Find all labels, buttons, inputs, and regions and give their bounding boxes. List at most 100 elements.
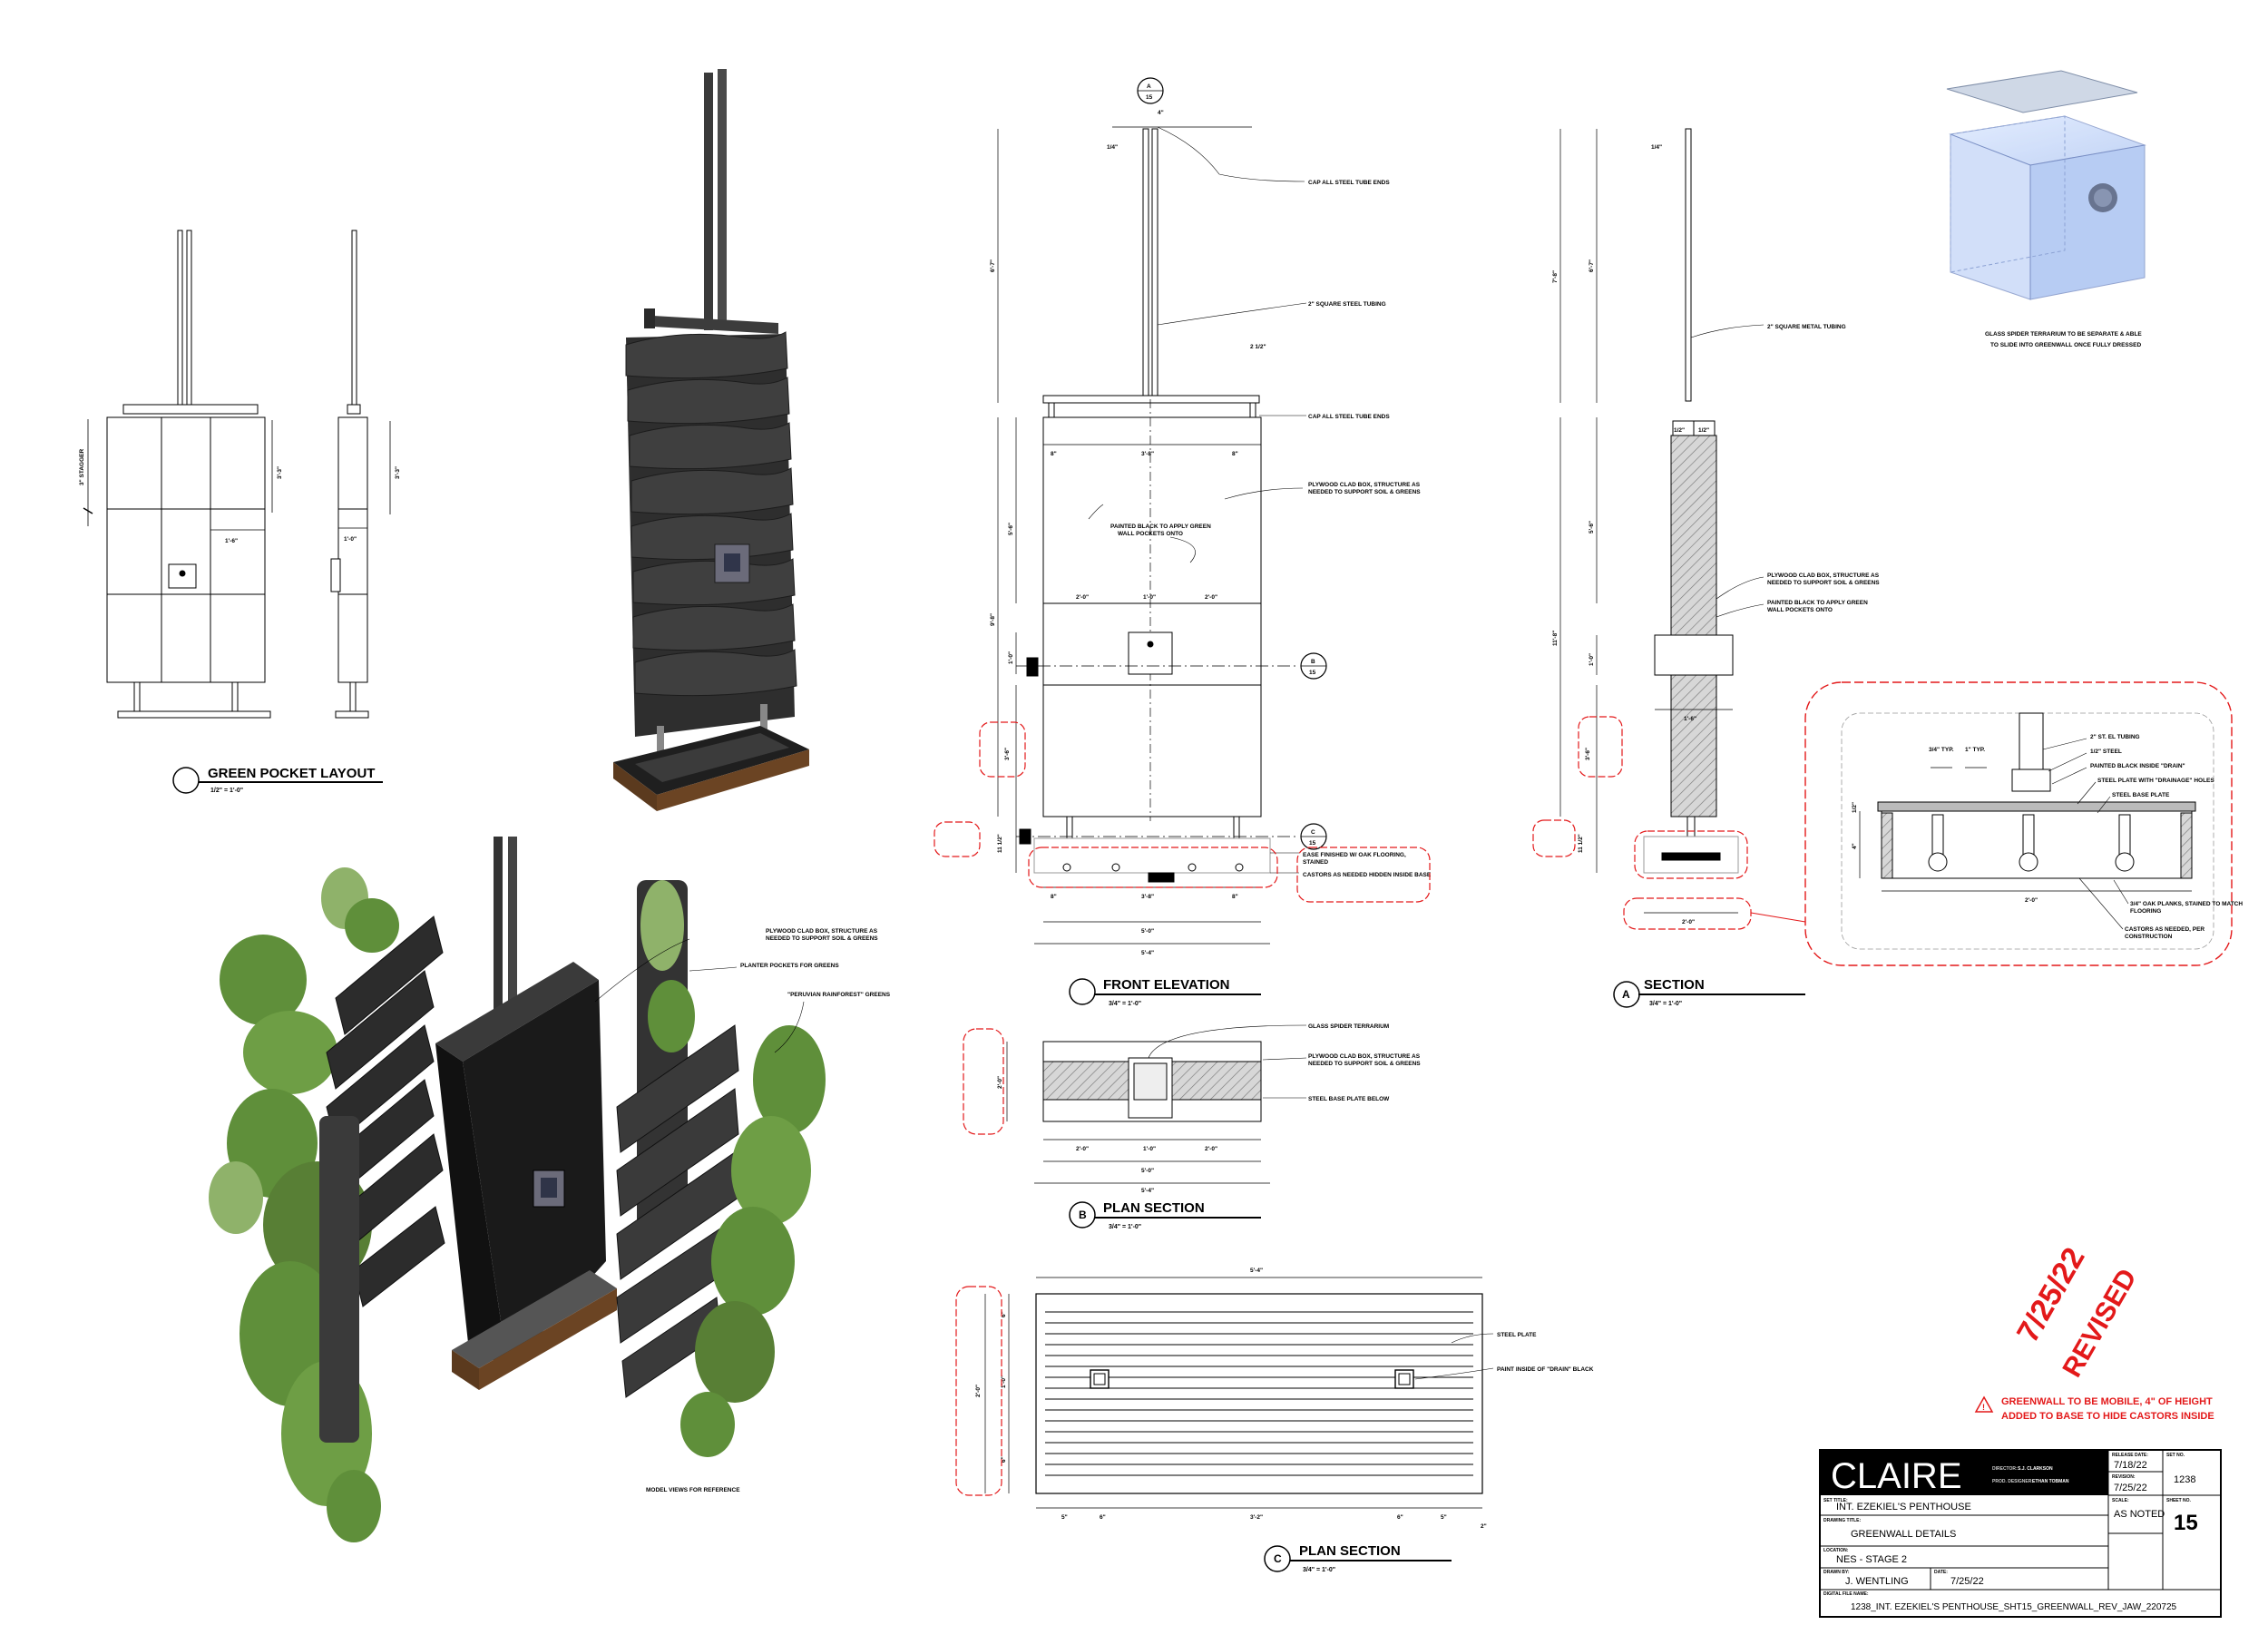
svg-text:8": 8" [1051, 451, 1057, 457]
side-view-dimensions: 3'-3" 1'-0" [338, 421, 401, 543]
digital-file-name: 1238_INT. EZEKIEL'S PENTHOUSE_SHT15_GREE… [1851, 1602, 2177, 1612]
svg-text:STAINED: STAINED [1303, 859, 1328, 866]
marker-a-sheet: 15 [1146, 94, 1153, 101]
svg-text:C: C [1274, 1552, 1282, 1565]
plan-c-slats [1045, 1311, 1473, 1476]
plan-section-b: 2'-0" 2'-0" 1'-0" 2'-0" 5'-0" 5'-4" GLAS… [963, 1023, 1421, 1194]
svg-text:5'-0": 5'-0" [1141, 928, 1154, 935]
side-w-dim: 1'-0" [344, 536, 357, 543]
green-pocket-title-text: GREEN POCKET LAYOUT [208, 766, 375, 781]
svg-text:1'-0": 1'-0" [1008, 651, 1014, 664]
front-elevation-revision-clouds [934, 721, 1431, 903]
green-pocket-dimensions: 3" STAGGER 3'-3" 1'-6" [79, 419, 283, 544]
svg-text:3/4" = 1'-0": 3/4" = 1'-0" [1109, 1224, 1141, 1230]
svg-text:2'-0": 2'-0" [1682, 919, 1695, 925]
pocket-strip-left [319, 1116, 359, 1443]
exploded-view-leaders [594, 938, 805, 1053]
scale-field: AS NOTED [2114, 1509, 2165, 1520]
revision-note-2: ADDED TO BASE TO HIDE CASTORS INSIDE [2001, 1411, 2214, 1422]
svg-text:1/4": 1/4" [1651, 144, 1662, 151]
svg-text:2'-0": 2'-0" [1076, 594, 1089, 601]
glass-terrarium: GLASS SPIDER TERRARIUM TO BE SEPARATE & … [1946, 70, 2146, 348]
front-elevation [1016, 128, 1297, 883]
svg-text:SCALE:: SCALE: [2112, 1498, 2129, 1503]
svg-text:2 1/2": 2 1/2" [1250, 344, 1266, 350]
exploded-note-2: PLANTER POCKETS FOR GREENS [740, 963, 839, 969]
stagger-dim: 3" STAGGER [79, 449, 85, 485]
svg-text:RELEASE DATE:: RELEASE DATE: [2112, 1453, 2148, 1458]
svg-text:WALL POCKETS ONTO: WALL POCKETS ONTO [1767, 607, 1833, 613]
svg-text:3'-6": 3'-6" [1585, 748, 1591, 760]
svg-text:ETHAN TOBMAN: ETHAN TOBMAN [2032, 1479, 2069, 1484]
svg-text:1/2": 1/2" [1674, 427, 1685, 434]
svg-text:5": 5" [1061, 1514, 1068, 1521]
svg-text:6": 6" [1397, 1514, 1403, 1521]
exploded-note-1b: NEEDED TO SUPPORT SOIL & GREENS [766, 935, 878, 942]
section-a-dims: 1/4" 6'-7" 7'-8" 5'-6" 11'-8" 1'-0" 1'-6… [1552, 144, 1709, 925]
location: NES - STAGE 2 [1836, 1554, 1907, 1565]
svg-text:CAP ALL STEEL TUBE ENDS: CAP ALL STEEL TUBE ENDS [1308, 414, 1390, 420]
svg-text:GLASS SPIDER TERRARIUM: GLASS SPIDER TERRARIUM [1308, 1023, 1389, 1030]
svg-text:PLYWOOD CLAD BOX, STRUCTURE AS: PLYWOOD CLAD BOX, STRUCTURE AS [1308, 1053, 1421, 1060]
front-elevation-scale: 3/4" = 1'-0" [1109, 1001, 1141, 1007]
svg-text:3/4" = 1'-0": 3/4" = 1'-0" [1303, 1567, 1335, 1573]
svg-text:1/2" STEEL: 1/2" STEEL [2090, 749, 2122, 755]
exploded-note-3: "PERUVIAN RAINFOREST" GREENS [787, 992, 891, 998]
svg-text:NEEDED TO SUPPORT SOIL & GREEN: NEEDED TO SUPPORT SOIL & GREENS [1767, 580, 1880, 586]
svg-text:1/4": 1/4" [1107, 144, 1118, 151]
svg-text:PAINTED BLACK TO APPLY GREEN: PAINTED BLACK TO APPLY GREEN [1767, 600, 1868, 606]
marker-b-letter: B [1311, 659, 1315, 665]
svg-text:5'-0": 5'-0" [1141, 1168, 1154, 1174]
svg-text:6'-7": 6'-7" [1589, 259, 1595, 272]
model-views-caption: MODEL VIEWS FOR REFERENCE [646, 1487, 740, 1493]
section-a-scale: 3/4" = 1'-0" [1649, 1001, 1682, 1007]
svg-text:2" SQUARE STEEL TUBING: 2" SQUARE STEEL TUBING [1308, 301, 1386, 308]
svg-text:1'-0": 1'-0" [1589, 653, 1595, 666]
set-title: INT. EZEKIEL'S PENTHOUSE [1836, 1502, 1971, 1512]
svg-text:STEEL PLATE: STEEL PLATE [1497, 1332, 1537, 1338]
green-pocket-scale: 1/2" = 1'-0" [210, 788, 243, 794]
svg-text:PLYWOOD CLAD BOX, STRUCTURE AS: PLYWOOD CLAD BOX, STRUCTURE AS [1308, 482, 1421, 488]
svg-text:8": 8" [1051, 894, 1057, 900]
front-elevation-dimension-lines [997, 126, 1270, 945]
greenwall-3d-model [613, 69, 809, 811]
svg-text:!: ! [1982, 1403, 1985, 1412]
svg-text:WALL POCKETS ONTO: WALL POCKETS ONTO [1118, 531, 1183, 537]
svg-text:DRAWING TITLE:: DRAWING TITLE: [1823, 1518, 1861, 1523]
svg-text:1'-6": 1'-6" [1684, 716, 1696, 722]
svg-text:CAP ALL STEEL TUBE ENDS: CAP ALL STEEL TUBE ENDS [1308, 180, 1390, 186]
svg-text:1/2": 1/2" [1852, 802, 1858, 813]
svg-text:11 1/2": 11 1/2" [1578, 834, 1584, 853]
revision-date-field: 7/25/22 [2114, 1483, 2147, 1493]
pocket-w-dim: 1'-6" [225, 538, 238, 544]
svg-text:1" TYP.: 1" TYP. [1965, 747, 1985, 753]
svg-text:S.J. CLARKSON: S.J. CLARKSON [2018, 1466, 2053, 1472]
svg-text:8": 8" [1232, 451, 1238, 457]
svg-text:4": 4" [1158, 110, 1164, 116]
green-pocket-side-view [330, 230, 369, 719]
svg-text:DIGITAL FILE NAME:: DIGITAL FILE NAME: [1823, 1591, 1869, 1597]
svg-text:5'-6": 5'-6" [1008, 523, 1014, 535]
drawn-by: J. WENTLING [1845, 1576, 1909, 1587]
svg-text:LOCATION:: LOCATION: [1823, 1548, 1849, 1553]
svg-text:5'-4": 5'-4" [1141, 950, 1154, 956]
front-elevation-title-text: FRONT ELEVATION [1103, 977, 1229, 993]
svg-text:3'-8": 3'-8" [1141, 451, 1154, 457]
title-block: CLAIRE DIRECTOR: S.J. CLARKSON PROD. DES… [1819, 1449, 2222, 1618]
drawing-date: 7/25/22 [1950, 1576, 1984, 1587]
svg-text:PLYWOOD CLAD BOX, STRUCTURE AS: PLYWOOD CLAD BOX, STRUCTURE AS [1767, 573, 1880, 579]
svg-text:5'-4": 5'-4" [1141, 1188, 1154, 1194]
section-a-bubble: A [1622, 988, 1630, 1001]
green-pocket-title: GREEN POCKET LAYOUT 1/2" = 1'-0" [172, 766, 383, 794]
section-a-notes: 2" SQUARE METAL TUBING PLYWOOD CLAD BOX,… [1767, 324, 1880, 613]
svg-text:8": 8" [1232, 894, 1238, 900]
section-a-leaders [1690, 324, 1765, 618]
plan-section-c: 5'-4" 6" 2'-0" 1'-0" 6" 5" 6" 3'-2" 6" 5… [955, 1268, 1594, 1530]
svg-text:CASTORS AS NEEDED, PER: CASTORS AS NEEDED, PER [2125, 926, 2204, 933]
svg-text:3/4" OAK PLANKS, STAINED TO MA: 3/4" OAK PLANKS, STAINED TO MATCH [2130, 901, 2243, 907]
front-elevation-dims: 4" 1/4" 6'-7" 2 1/2" 8" 3'-8" 8" 5'-6" 9… [990, 110, 1266, 956]
svg-text:6": 6" [1001, 1456, 1007, 1463]
drawing-title: GREENWALL DETAILS [1851, 1529, 1956, 1540]
svg-text:DIRECTOR:: DIRECTOR: [1992, 1466, 2018, 1472]
